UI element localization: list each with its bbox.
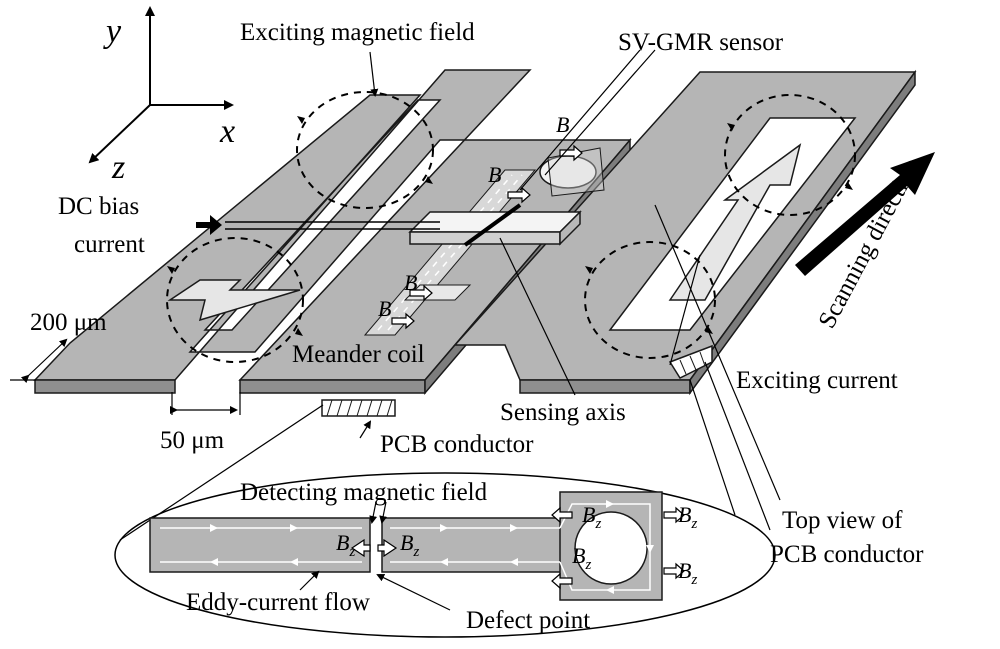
exciting-current-arrow-right [668, 143, 802, 301]
eddy-current-flow-label: Eddy-current flow [186, 589, 370, 616]
pcb-conductor-stub [321, 344, 713, 417]
sv-gmr-sensor [408, 203, 582, 247]
b-field-arrows-coil [391, 144, 583, 330]
exciting-field-label: Exciting magnetic field [240, 19, 475, 46]
sensing-axis-label: Sensing axis [500, 399, 626, 426]
dimension-lines [10, 338, 241, 415]
pcb-conductor-label: PCB conductor [380, 431, 534, 458]
meander-coil-plate-right [453, 69, 917, 396]
bz-symbol: Bz [582, 502, 601, 532]
top-view-inset [114, 361, 776, 638]
dc-bias-leads [225, 221, 440, 230]
y-axis-label: y [103, 13, 122, 50]
gap-50-label: 50 μm [160, 427, 225, 454]
meander-coil-label: Meander coil [292, 341, 425, 368]
b-labels-coil: B B B B [378, 112, 569, 321]
z-axis-label: z [111, 149, 125, 186]
bz-symbol: Bz [572, 543, 591, 573]
detecting-field-label: Detecting magnetic field [240, 479, 488, 506]
x-axis-label: x [219, 113, 235, 150]
exciting-current-label: Exciting current [736, 367, 898, 394]
exciting-current-arrow-left [167, 279, 301, 322]
bz-symbol: Bz [678, 502, 697, 532]
top-view-label-line1: Top view of [782, 507, 903, 534]
bz-symbol: Bz [336, 530, 355, 560]
eddy-current-arrows [210, 500, 654, 594]
bz-symbol: Bz [678, 558, 697, 588]
b-symbol: B [488, 162, 501, 187]
b-symbol: B [556, 112, 569, 137]
b-symbol: B [404, 270, 417, 295]
leader-lines [369, 49, 781, 516]
coordinate-axes: y x z [88, 6, 235, 186]
bz-arrows [350, 506, 685, 590]
dc-bias-label-line2: current [74, 231, 145, 258]
bz-symbol: Bz [400, 530, 419, 560]
top-view-label-line2: PCB conductor [770, 541, 924, 568]
defect-point-label: Defect point [466, 607, 590, 634]
pcb-conductor-pointer [359, 420, 372, 439]
exciting-field-loops [166, 91, 856, 363]
sv-gmr-sensor-label: SV-GMR sensor [618, 29, 784, 56]
dc-bias-label-line1: DC bias [58, 193, 139, 220]
field-loop-arrows [167, 116, 853, 336]
dc-bias-arrow-icon [196, 215, 222, 235]
bz-labels: Bz Bz Bz Bz Bz Bz [336, 502, 697, 588]
scanning-direction-arrow [795, 152, 935, 276]
b-symbol: B [378, 296, 391, 321]
width-200-label: 200 μm [30, 309, 107, 336]
